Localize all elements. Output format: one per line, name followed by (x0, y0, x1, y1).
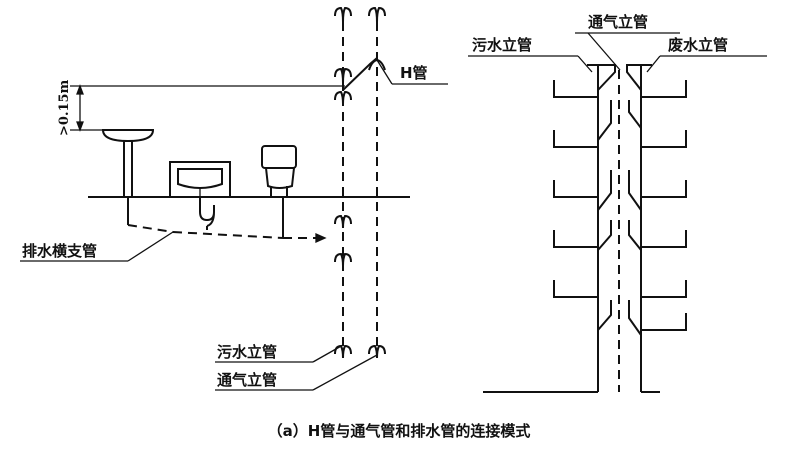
sewage-branches (553, 80, 598, 298)
toilet (261, 145, 297, 197)
dimension-label: >0.15m (57, 79, 72, 136)
vent-stack-left (368, 6, 386, 359)
sewage-stack-left-label: 污水立管 (217, 343, 277, 361)
wash-sink (169, 161, 231, 198)
h-pipe-connector (342, 57, 448, 91)
dimension-marker: >0.15m (57, 79, 345, 136)
wash-basin (101, 129, 155, 197)
sewage-stack-right-label: 污水立管 (472, 36, 532, 54)
sewage-stack-left (334, 6, 352, 359)
right-diagram: 污水立管 通气立管 废水立管 (468, 13, 767, 393)
fixture-drains (127, 197, 284, 238)
vent-stack-left-label: 通气立管 (217, 371, 277, 389)
horizontal-branch (127, 224, 327, 244)
waste-stack-right-label: 废水立管 (668, 36, 728, 54)
horizontal-branch-label: 排水横支管 (22, 242, 97, 260)
vent-stack-right-label: 通气立管 (588, 13, 648, 31)
figure-caption: （a）H管与通气管和排水管的连接模式 (268, 422, 531, 440)
h-pipe-label: H管 (400, 64, 428, 82)
left-diagram: >0.15m (20, 6, 448, 391)
waste-branches (641, 80, 687, 331)
